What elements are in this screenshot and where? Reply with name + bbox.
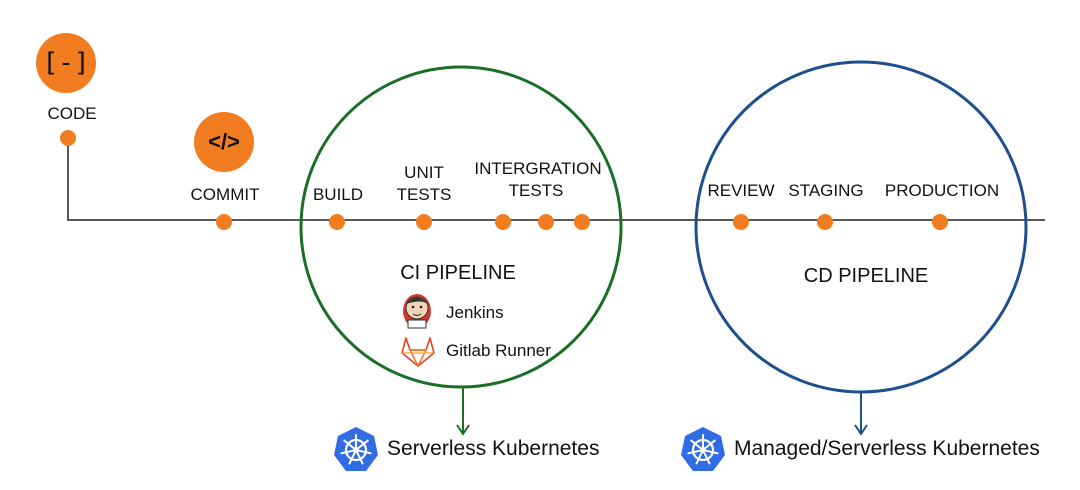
commit-glyph: </>	[208, 129, 240, 154]
code-icon	[36, 33, 96, 93]
review-label: REVIEW	[707, 181, 775, 200]
cd-pipeline-title: CD PIPELINE	[803, 265, 929, 287]
gitlab-icon	[401, 337, 435, 368]
production-dot	[932, 214, 948, 230]
integration-dot-1	[495, 214, 511, 230]
gitlab-runner-label: Gitlab Runner	[446, 341, 551, 360]
production-label: PRODUCTION	[884, 181, 1000, 200]
ci-pipeline-title: CI PIPELINE	[400, 262, 516, 284]
commit-label: COMMIT	[190, 185, 260, 204]
kubernetes-icon-ci	[334, 427, 378, 471]
commit-dot	[216, 214, 232, 230]
staging-dot	[817, 214, 833, 230]
code-glyph: [-]	[42, 48, 90, 78]
jenkins-label: Jenkins	[446, 303, 504, 322]
commit-icon	[194, 112, 254, 172]
build-label: BUILD	[312, 185, 364, 204]
code-label: CODE	[47, 104, 97, 123]
cd-arrow	[854, 392, 868, 436]
build-dot	[329, 214, 345, 230]
unit-tests-label-line1: UNIT	[404, 163, 444, 182]
integration-tests-label-line1: INTERGRATION	[474, 159, 602, 178]
staging-label: STAGING	[788, 181, 864, 200]
unit-tests-label-line2: TESTS	[396, 185, 452, 204]
integration-dot-2	[538, 214, 554, 230]
jenkins-icon	[403, 294, 431, 329]
integration-tests-label-line2: TESTS	[508, 181, 564, 200]
code-dot	[60, 130, 76, 146]
kubernetes-icon-cd	[681, 427, 725, 471]
timeline-line	[67, 138, 1045, 221]
review-dot	[733, 214, 749, 230]
ci-target-label: Serverless Kubernetes	[387, 437, 600, 460]
ci-pipeline-circle	[299, 65, 623, 389]
ci-arrow	[456, 386, 470, 436]
unit-tests-dot	[416, 214, 432, 230]
integration-dot-3	[574, 214, 590, 230]
cd-target-label: Managed/Serverless Kubernetes	[734, 437, 1040, 460]
